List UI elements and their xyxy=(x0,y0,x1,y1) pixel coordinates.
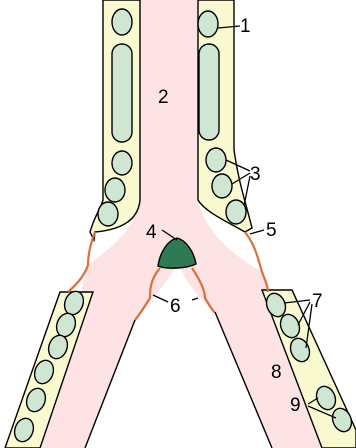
cell xyxy=(198,11,218,37)
label-3: 3 xyxy=(250,164,261,185)
cell xyxy=(112,151,132,175)
label-1: 1 xyxy=(240,16,251,37)
cell xyxy=(226,200,246,224)
cell xyxy=(206,148,226,172)
label-4: 4 xyxy=(146,222,157,243)
cell-elongated xyxy=(199,44,219,140)
label-7: 7 xyxy=(312,291,323,312)
label-9: 9 xyxy=(290,395,301,416)
label-2: 2 xyxy=(158,87,169,108)
cell xyxy=(112,9,132,35)
label-6: 6 xyxy=(170,296,181,317)
cell xyxy=(105,178,125,202)
label-8: 8 xyxy=(271,362,282,383)
cell-elongated xyxy=(112,44,132,142)
cell xyxy=(212,174,232,198)
label-5: 5 xyxy=(266,220,277,241)
cell xyxy=(98,202,118,226)
